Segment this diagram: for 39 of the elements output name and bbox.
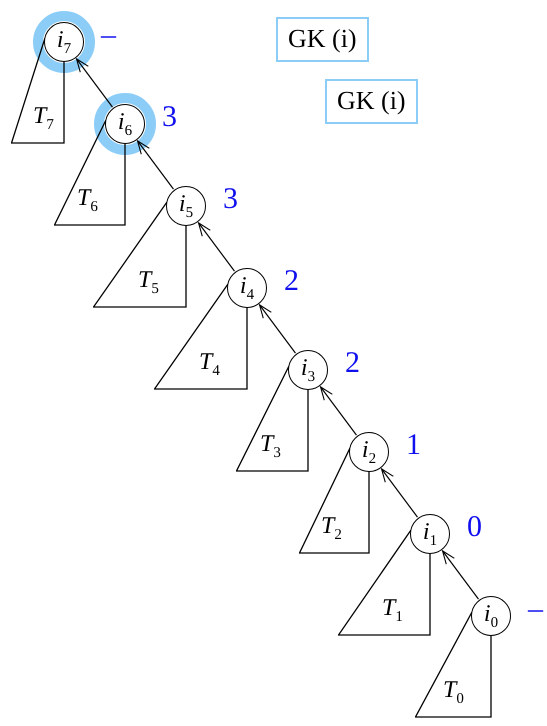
node-circle [410,514,450,554]
value-label: 0 [467,512,482,542]
label-box: GK (i) [276,17,369,62]
arrow [320,386,357,436]
node-label: i$_{5}$ [178,192,194,220]
node-circle [288,350,328,390]
arrow [380,468,418,518]
value-label: – [528,594,543,624]
node-circle [471,596,511,636]
node-label: i$_{6}$ [118,110,132,138]
arrow [198,222,235,272]
value-label: 2 [345,348,360,378]
node-circle [166,186,206,226]
subtree-label: T$_{3}$ [260,432,281,461]
subtree-label: T$_{6}$ [77,186,98,215]
subtree-label: T$_{1}$ [382,596,403,625]
value-label: 2 [284,266,299,296]
node-circle [349,432,389,472]
subtree-label: T$_{5}$ [138,268,159,297]
value-label: 3 [162,102,177,132]
subtree-label: T$_{0}$ [443,678,464,707]
value-label: 3 [223,184,238,214]
node-circle [227,268,267,308]
node-label: i$_{3}$ [300,356,316,384]
arrow [136,140,174,190]
subtree-label: T$_{4}$ [199,350,220,379]
subtree-label: T$_{2}$ [321,514,342,543]
value-label: – [101,20,116,50]
subtree-label: T$_{7}$ [33,104,54,133]
arrow [258,304,296,354]
node-label: i$_{1}$ [422,520,438,548]
arrow [442,550,479,600]
arrow [76,58,113,108]
label-box: GK (i) [325,79,418,124]
node-label: i$_{7}$ [56,28,72,56]
node-label: i$_{0}$ [484,602,498,630]
value-label: 1 [406,430,421,460]
node-label: i$_{4}$ [240,274,254,302]
node-label: i$_{2}$ [362,438,376,466]
